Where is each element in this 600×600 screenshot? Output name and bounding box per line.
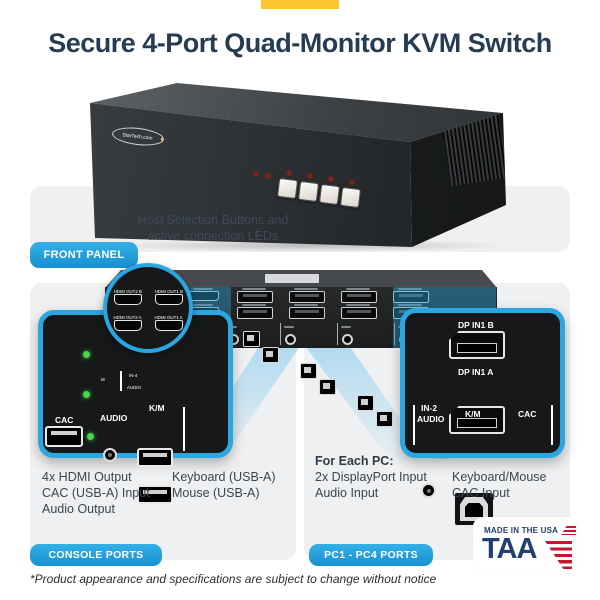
startech-logo-text: StarTech.com [122,131,153,141]
audio-jack-icon [342,334,353,345]
pc-callout-panel: DP IN1 B DP IN1 A IN-2 AUDIO K/M CAC [400,308,565,563]
pc-desc-col2: Keyboard/Mouse CAC Input [452,470,547,500]
usb-b-port-icon [300,363,317,379]
kvm-front-device: StarTech.com [68,76,538,254]
flag-stripes-icon [545,541,572,569]
displayport-icon [449,331,505,359]
usb-b-port-icon [357,395,374,411]
hdmi-port-icon [154,294,183,305]
host-select-button-3 [318,176,341,206]
usb-b-port-icon [376,411,393,427]
usb-a-port-icon [45,426,83,447]
audio-jack-icon [285,334,296,345]
host-select-button-1 [276,170,299,200]
status-led-icon [254,172,258,176]
displayport-icon [449,406,505,434]
audio-jack-icon [421,483,436,498]
footer-note: *Product appearance and specifications a… [30,572,437,586]
console-callout-panel: M IN-4 AUDIO HDMI OUT2 B HDMI OUT1 B HDM… [38,263,233,504]
status-led-icon [266,174,270,178]
host-select-button-4 [339,179,362,209]
led-green-icon [87,433,94,440]
usb-a-port-icon [137,448,173,467]
console-desc-col2: Keyboard (USB-A) Mouse (USB-A) [172,470,276,500]
taa-logo: MADE IN THE USA TAA [473,517,578,573]
page-title: Secure 4-Port Quad-Monitor KVM Switch [48,28,552,58]
rear-top-label [265,274,319,283]
console-desc-col1: 4x HDMI Output CAC (USB-A) Input Audio O… [42,470,150,516]
hdmi-port-icon [154,320,183,331]
audio-jack-icon [103,448,117,462]
taa-made-in-usa-text: MADE IN THE USA [484,526,559,535]
displayport-icon [237,291,273,303]
hdmi-port-icon [113,294,142,305]
host-select-button-2 [297,173,320,203]
taa-text: TAA [482,533,537,565]
usb-b-port-icon [262,347,279,363]
displayport-icon [341,307,377,319]
usb-b-port-icon [243,331,260,347]
pc-desc-col1: For Each PC: 2x DisplayPort Input Audio … [315,454,427,500]
flag-stripes-icon [561,526,577,535]
displayport-icon [289,291,325,303]
pc-ports-badge: PC1 - PC4 PORTS [309,544,433,566]
usb-b-port-icon [319,379,336,395]
hdmi-zoom-circle: HDMI OUT2 B HDMI OUT1 B HDMI OUT2 A HDMI… [103,263,193,353]
front-panel-badge: FRONT PANEL [30,242,138,268]
displayport-icon [393,291,429,303]
console-ports-badge: CONSOLE PORTS [30,544,162,566]
led-green-icon [83,351,90,358]
led-green-icon [83,391,90,398]
front-caption: Host Selection Buttons and active connec… [137,213,289,243]
displayport-icon [237,307,273,319]
usb-a-port-icon [137,485,173,504]
displayport-icon [289,307,325,319]
hdmi-port-icon [113,320,142,331]
header-accent-bar [261,0,339,9]
displayport-icon [341,291,377,303]
